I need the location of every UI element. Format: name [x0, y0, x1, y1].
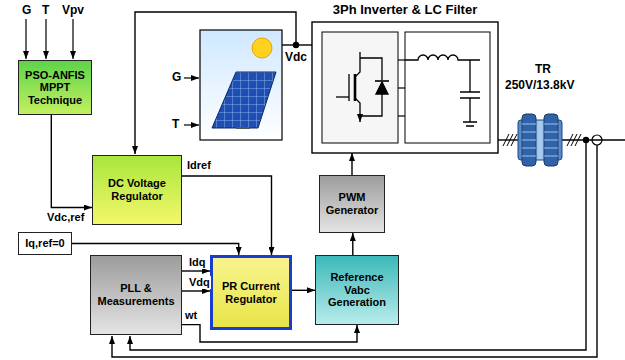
transformer-symbol	[518, 114, 562, 166]
input-name: G	[22, 3, 31, 17]
block-label: PR Current Regulator	[216, 280, 286, 305]
phase-links	[398, 60, 405, 116]
input-name: Vpv	[62, 3, 84, 17]
block-heading: 3Ph Inverter & LC Filter	[292, 2, 518, 17]
block-label: PSO-ANFIS MPPT Technique	[22, 69, 88, 107]
signal-name: Vdq	[188, 276, 211, 289]
block-label: Reference Vabc Generation	[319, 271, 395, 309]
signal-arrow	[351, 153, 352, 175]
reference-box: Iq,ref=0	[18, 232, 72, 255]
block-label: DC Voltage Regulator	[96, 177, 178, 202]
input-name: T	[172, 117, 179, 131]
input-name: T	[42, 3, 49, 17]
signal-name: Vdc	[285, 50, 307, 64]
signal-name: wt	[184, 309, 198, 322]
pv-array	[200, 30, 282, 140]
reference-block: Reference Vabc Generation	[315, 255, 399, 325]
pwm-block: PWM Generator	[319, 175, 385, 233]
signal-name: Idq	[188, 256, 207, 269]
signal-arrow	[72, 244, 239, 256]
signal-arrow	[352, 233, 353, 255]
inverter-housing	[312, 22, 498, 153]
transformer-label: TR	[535, 62, 551, 76]
inverter-block: 3Ph Inverter & LC Filter	[312, 22, 498, 153]
signal-arrow	[51, 115, 92, 208]
block-label: Iq,ref=0	[25, 237, 64, 250]
signal-arrow	[292, 290, 315, 291]
dc-link-wires	[135, 12, 312, 154]
regulator-block: DC Voltage Regulator	[92, 155, 182, 225]
pll-block: PLL & Measurements	[90, 255, 182, 335]
igbt-symbol	[336, 52, 389, 122]
block-label: PWM Generator	[323, 191, 381, 216]
signal-arrow	[182, 290, 210, 291]
signal-name: Vdc,ref	[46, 211, 85, 224]
transformer-label: 250V/13.8kV	[505, 78, 574, 92]
lc-filter-symbol	[405, 55, 480, 126]
input-name: G	[172, 70, 181, 84]
signal-arrow	[182, 270, 210, 271]
signal-name: Idref	[186, 159, 212, 172]
mppt-block: PSO-ANFIS MPPT Technique	[18, 60, 92, 115]
block-label: PLL & Measurements	[94, 282, 178, 307]
grid-side	[112, 134, 625, 357]
current-regulator: PR Current Regulator	[210, 255, 292, 330]
